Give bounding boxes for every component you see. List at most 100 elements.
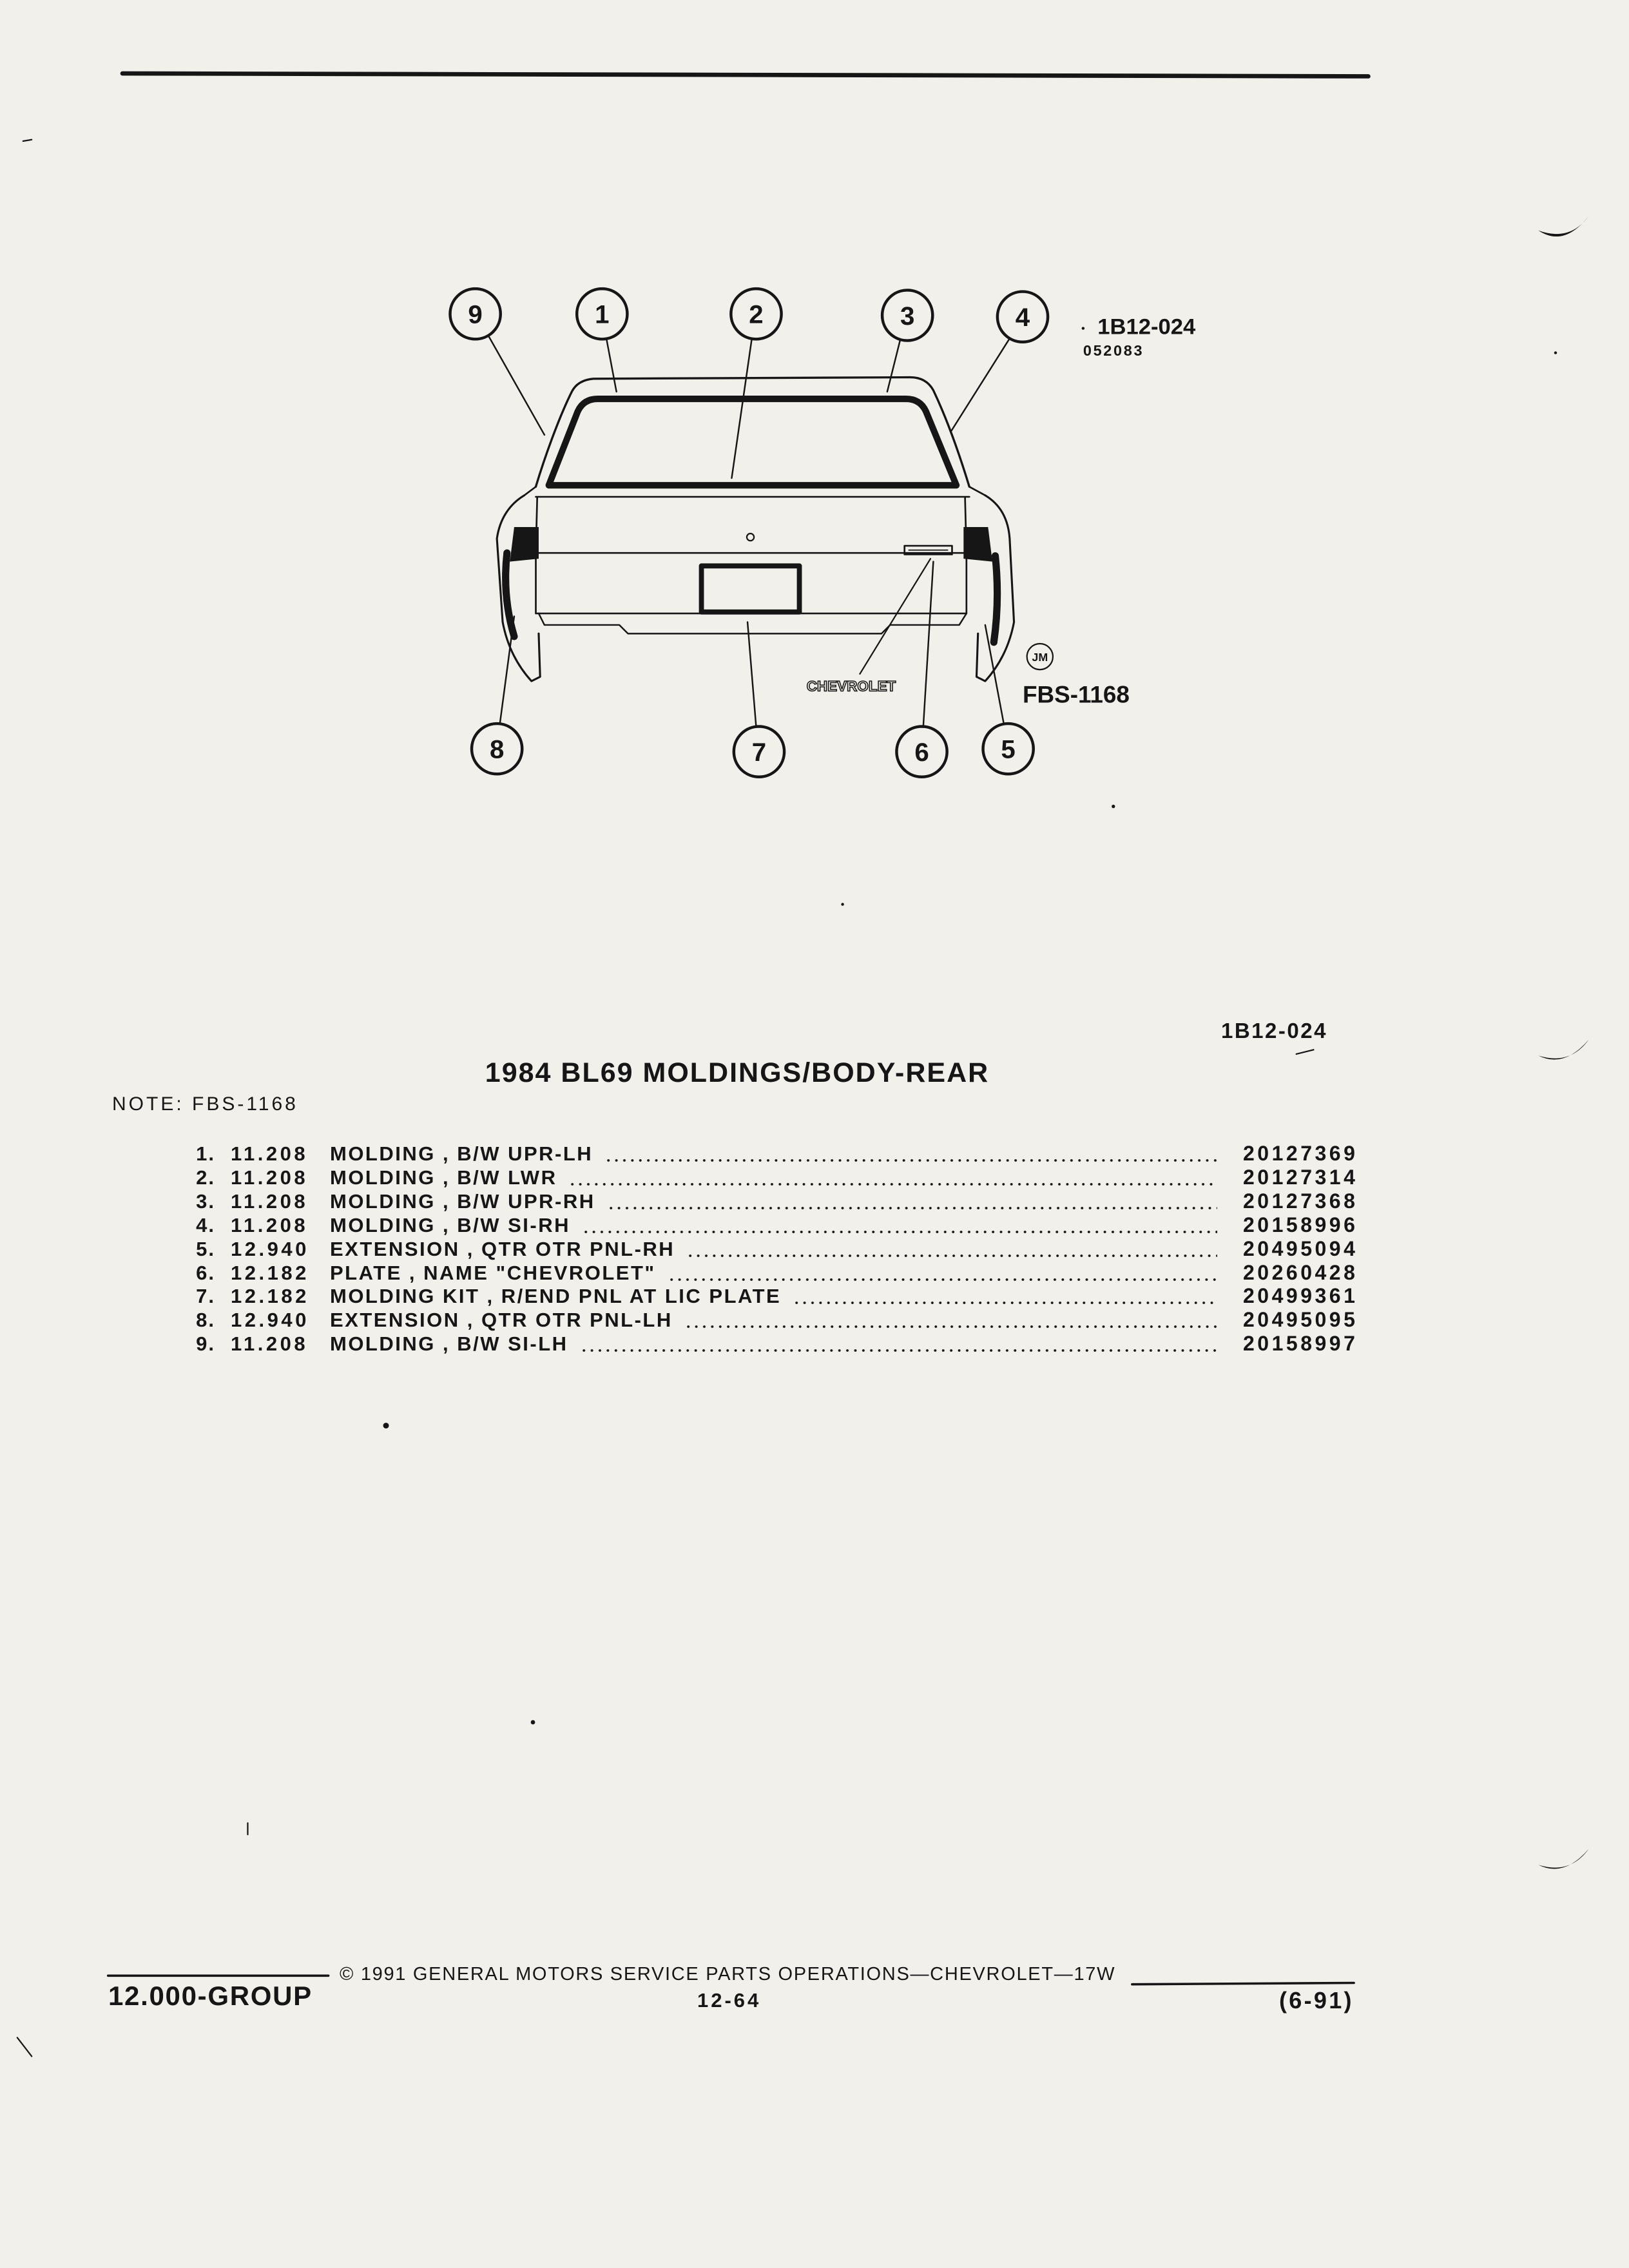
dot-leader bbox=[606, 1189, 1217, 1213]
description-cell: MOLDING , B/W SI-RH bbox=[330, 1213, 1217, 1237]
group-number: 12.182 bbox=[231, 1262, 309, 1284]
part-description: MOLDING , B/W SI-RH bbox=[330, 1214, 570, 1236]
leader-line-1 bbox=[605, 337, 617, 393]
parts-row: 5. 12.940 EXTENSION , QTR OTR PNL-RH 204… bbox=[0, 1237, 1629, 1261]
leader-lines bbox=[487, 334, 1011, 728]
leader-line-4 bbox=[949, 337, 1011, 433]
callout-9: 9 bbox=[448, 287, 502, 341]
callout-circle bbox=[732, 725, 786, 778]
description-cell: MOLDING KIT , R/END PNL AT LIC PLATE bbox=[330, 1284, 1217, 1308]
leader-line-6 bbox=[922, 561, 934, 728]
callout-circle bbox=[448, 287, 502, 341]
parts-row: 4. 11.208 MOLDING , B/W SI-RH 20158996 bbox=[0, 1213, 1629, 1237]
part-number: 20260428 bbox=[1243, 1261, 1358, 1284]
callout-number: 7 bbox=[752, 738, 766, 767]
callout-number: 4 bbox=[1016, 303, 1030, 332]
part-description: PLATE , NAME "CHEVROLET" bbox=[330, 1262, 656, 1284]
dot-leader bbox=[568, 1166, 1217, 1189]
callout-number: 5 bbox=[1001, 735, 1015, 764]
item-number: 5. bbox=[196, 1238, 215, 1260]
deck-lid bbox=[535, 495, 970, 554]
dot-leader bbox=[793, 1284, 1217, 1308]
left-quarter-panel bbox=[496, 494, 541, 682]
callout-2: 2 bbox=[729, 287, 783, 341]
item-number: 3. bbox=[196, 1190, 215, 1213]
part-number: 20127314 bbox=[1243, 1166, 1358, 1189]
parts-row: 6. 12.182 PLATE , NAME "CHEVROLET" 20260… bbox=[0, 1261, 1629, 1285]
callout-circle bbox=[880, 289, 934, 342]
leader-line-nameplate bbox=[859, 558, 932, 675]
note-line: NOTE: FBS-1168 bbox=[112, 1093, 298, 1115]
callout-number: 6 bbox=[914, 738, 929, 767]
group-number: 11.208 bbox=[231, 1190, 309, 1213]
left-sail-panel bbox=[523, 486, 537, 497]
speck bbox=[1112, 804, 1115, 809]
part-number: 20127368 bbox=[1243, 1189, 1358, 1213]
parts-row: 8. 12.940 EXTENSION , QTR OTR PNL-LH 204… bbox=[0, 1308, 1629, 1332]
part-description: MOLDING , B/W UPR-RH bbox=[330, 1190, 595, 1213]
item-number: 2. bbox=[196, 1166, 215, 1189]
callout-4: 4 bbox=[996, 290, 1050, 344]
group-number: 11.208 bbox=[231, 1166, 309, 1189]
dot-leader bbox=[579, 1332, 1217, 1356]
group-number: 11.208 bbox=[231, 1142, 309, 1165]
callout-circle bbox=[996, 290, 1050, 344]
deck-lock bbox=[746, 532, 755, 542]
right-quarter-panel bbox=[975, 494, 1016, 682]
callout-circle bbox=[729, 287, 783, 341]
description-cell: MOLDING , B/W SI-LH bbox=[330, 1332, 1217, 1356]
part-number: 20127369 bbox=[1243, 1142, 1358, 1165]
callout-7: 7 bbox=[732, 725, 786, 778]
callout-number: 1 bbox=[595, 300, 609, 329]
callout-circle bbox=[470, 722, 524, 776]
part-description: EXTENSION , QTR OTR PNL-RH bbox=[330, 1238, 675, 1260]
dot-leader bbox=[667, 1261, 1217, 1285]
speck bbox=[1554, 351, 1557, 354]
scan-specks bbox=[16, 139, 1557, 2057]
leader-line-8 bbox=[499, 615, 516, 726]
group-number: 12.182 bbox=[231, 1285, 309, 1307]
mark-circle bbox=[1026, 642, 1054, 671]
item-number: 6. bbox=[196, 1262, 215, 1284]
header-rule bbox=[120, 71, 1371, 79]
callout-number: 3 bbox=[900, 302, 914, 331]
speck bbox=[1295, 1049, 1315, 1055]
group-number: 12.940 bbox=[231, 1309, 309, 1331]
left-quarter-extension bbox=[502, 549, 518, 640]
leader-line-9 bbox=[487, 334, 546, 436]
leader-line-7 bbox=[746, 621, 757, 728]
item-number: 8. bbox=[196, 1309, 215, 1331]
speck bbox=[383, 1423, 389, 1429]
back-window-molding bbox=[545, 396, 960, 489]
description-cell: MOLDING , B/W UPR-LH bbox=[330, 1142, 1217, 1166]
part-number: 20158997 bbox=[1243, 1332, 1358, 1355]
description-cell: MOLDING , B/W LWR bbox=[330, 1166, 1217, 1189]
rear-body-illustration bbox=[496, 376, 1016, 682]
parts-row: 7. 12.182 MOLDING KIT , R/END PNL AT LIC… bbox=[0, 1284, 1629, 1308]
mark-text: JM bbox=[1032, 651, 1048, 664]
punch-mark bbox=[1538, 1849, 1589, 1869]
dot-leader bbox=[604, 1142, 1217, 1166]
part-number: 20158996 bbox=[1243, 1213, 1358, 1236]
lower-valance bbox=[537, 612, 968, 635]
speck bbox=[530, 1720, 535, 1725]
speck bbox=[22, 139, 33, 142]
item-number: 9. bbox=[196, 1332, 215, 1355]
left-tail-lamp bbox=[510, 526, 539, 562]
parts-row: 9. 11.208 MOLDING , B/W SI-LH 20158997 bbox=[0, 1332, 1629, 1356]
item-number: 4. bbox=[196, 1214, 215, 1236]
part-description: MOLDING , B/W SI-LH bbox=[330, 1332, 568, 1355]
dot-leader bbox=[581, 1213, 1217, 1237]
parts-row: 1. 11.208 MOLDING , B/W UPR-LH 20127369 bbox=[0, 1142, 1629, 1166]
group-number: 12.940 bbox=[231, 1238, 309, 1260]
dot-leader bbox=[684, 1308, 1217, 1332]
nameplate-label: CHEVROLET bbox=[807, 678, 896, 695]
license-plate-molding bbox=[699, 563, 802, 615]
description-cell: EXTENSION , QTR OTR PNL-RH bbox=[330, 1237, 1217, 1261]
description-cell: MOLDING , B/W UPR-RH bbox=[330, 1189, 1217, 1213]
part-number: 20495095 bbox=[1243, 1308, 1358, 1331]
manufacturer-mark: JM bbox=[1026, 642, 1054, 671]
callout-number: 9 bbox=[468, 300, 482, 329]
part-number: 20495094 bbox=[1243, 1237, 1358, 1260]
roof-outline bbox=[534, 376, 970, 488]
